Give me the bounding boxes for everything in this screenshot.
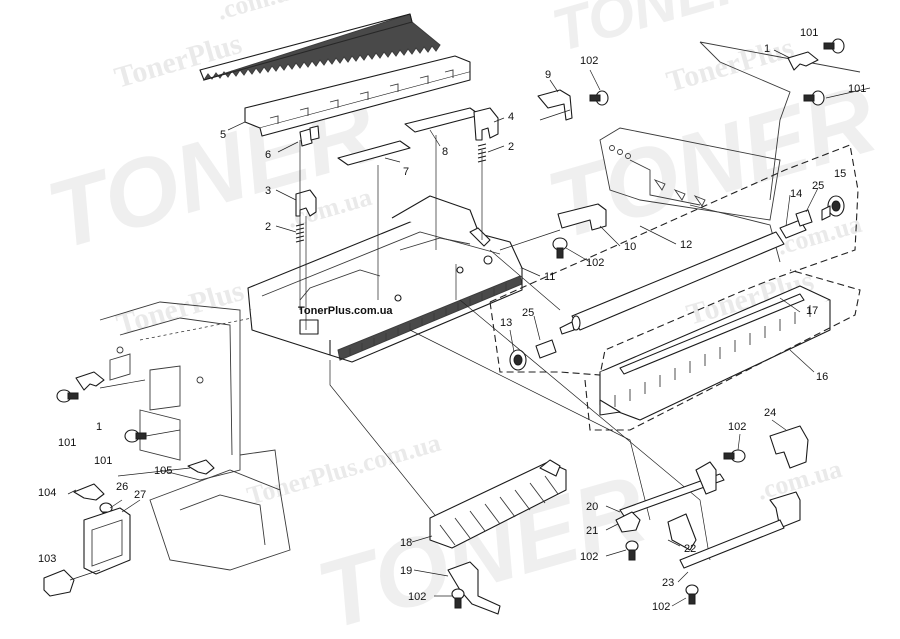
guide-boundary-dashed [584,269,861,431]
callout-14: 14 [790,188,802,200]
part-10-bracket [557,203,607,231]
callout-7: 7 [403,166,409,178]
part-18-lower-guide [429,459,567,549]
callout-105: 105 [154,465,172,477]
callout-12: 12 [680,239,692,251]
part-102-screw-mid [552,237,568,259]
callout-18: 18 [400,537,412,549]
callout-6: 6 [265,149,271,161]
part-25-bushing-left [535,339,557,359]
part-17-sheet [619,293,805,375]
callout-102-19: 102 [408,591,426,603]
part-bracket-right-lower [769,491,801,529]
part-3-bracket [295,189,317,217]
part-24-bracket [769,425,809,469]
leader-101-left [145,429,181,437]
part-9-bracket [537,89,573,121]
callout-102-right-mid: 102 [728,421,746,433]
callout-101-top-2: 101 [848,83,866,95]
watermark-domain-4: TonerPlus.com.ua [244,428,444,511]
part-22-lever [667,513,697,551]
callout-leaders [67,49,871,607]
callout-102-top: 102 [580,55,598,67]
part-103-bracket [43,569,75,597]
callout-3: 3 [265,185,271,197]
watermark-large-3: TONER [306,455,657,639]
part-102-screw-right-mid [723,449,746,463]
part-104-bracket [73,483,105,501]
part-12-roller [559,231,785,335]
assembly-leader-lines [139,109,711,561]
callout-26: 26 [116,481,128,493]
part-link-bracket [695,461,717,495]
callout-20: 20 [586,501,598,513]
part-20-link [619,473,725,517]
part-25-bushing-right [795,209,813,227]
part-102-screw-top [589,90,609,106]
part-21-washer [615,511,641,533]
callout-22: 22 [684,543,696,555]
callout-23: 23 [662,577,674,589]
callout-1-top: 1 [764,43,770,55]
part-15-gear [821,195,845,221]
callout-10: 10 [624,241,636,253]
callout-101-left-1: 101 [58,437,76,449]
watermark-brand-1: TonerPlus [111,27,246,95]
part-101-screw-top-1 [823,38,845,54]
part-102-screw-23 [685,584,699,605]
part-7-strip [337,140,411,166]
callout-2-left: 2 [265,221,271,233]
callout-24: 24 [764,407,776,419]
machine-frame-left [99,301,291,571]
callout-11: 11 [544,271,555,283]
part-1-bracket-top [787,51,819,71]
part-1-bracket-left [75,371,105,391]
part-101-screw-left-1 [56,389,79,403]
part-101-screw-top-2 [803,90,825,106]
callout-101-top-1: 101 [800,27,818,39]
part-101-screw-left-2 [124,429,147,443]
callout-5: 5 [220,129,226,141]
machine-frame-right [599,41,861,263]
callout-27: 27 [134,489,146,501]
watermark-domain-1: .com.ua [214,0,305,26]
callout-8: 8 [442,146,448,158]
callout-19: 19 [400,565,412,577]
callout-103: 103 [38,553,56,565]
callout-104: 104 [38,487,56,499]
leader-1-left [99,379,146,389]
part-102-screw-19 [451,588,465,609]
callout-labels: 5 6 3 2 7 8 4 2 9 102 1 101 101 14 25 15… [38,27,866,613]
part-6-guide-plate [244,55,471,147]
callout-4: 4 [508,111,514,123]
callout-21: 21 [586,525,598,537]
part-4-bracket [473,107,499,141]
site-label: TonerPlus.com.ua [298,305,393,317]
callout-102-21: 102 [580,551,598,563]
part-23-link [679,519,785,569]
callout-9: 9 [545,69,551,81]
callout-2-right: 2 [508,141,514,153]
callout-25-right: 25 [812,180,824,192]
part-5-serrated-edge [199,13,441,81]
callout-17: 17 [806,305,818,317]
part-27-plate [83,507,131,575]
part-11-main-unit [247,195,523,363]
leader-103 [69,569,101,581]
part-13-gear [509,349,527,371]
callout-15: 15 [834,168,846,180]
callout-13: 13 [500,317,512,329]
callout-102-mid: 102 [586,257,604,269]
callout-1-left: 1 [96,421,102,433]
part-102-screw-21 [625,540,639,561]
part-8-strip [404,107,481,133]
part-105-clip [187,459,215,475]
callout-16: 16 [816,371,828,383]
callout-102-23: 102 [652,601,670,613]
callout-101-left-2: 101 [94,455,112,467]
callout-25-left: 25 [522,307,534,319]
